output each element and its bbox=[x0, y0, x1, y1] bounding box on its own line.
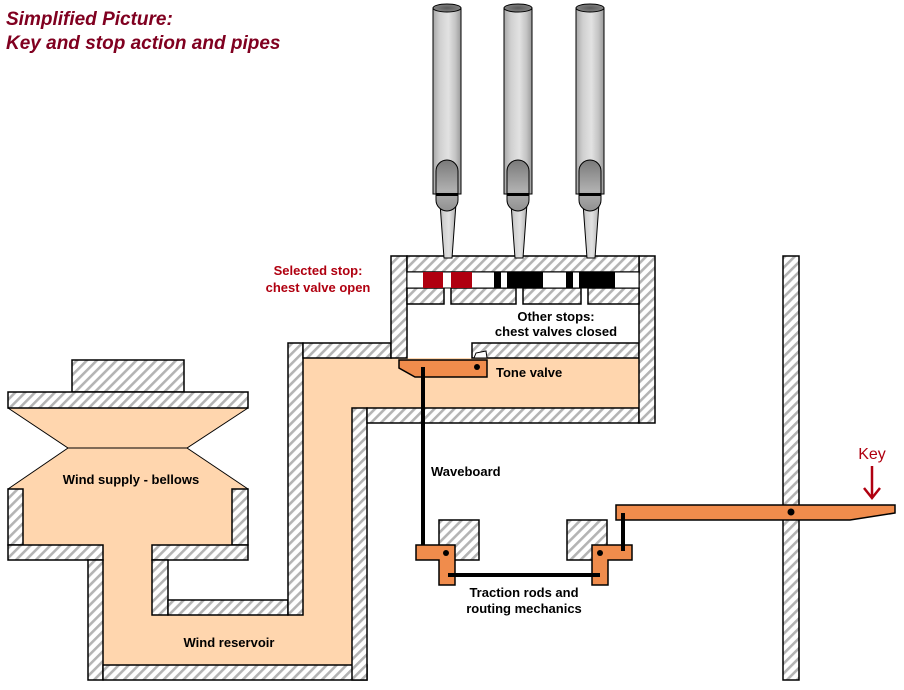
key-label: Key bbox=[858, 446, 886, 463]
other-stops-label-2: chest valves closed bbox=[495, 324, 617, 339]
wind-air bbox=[8, 358, 639, 665]
title-line-1: Simplified Picture: bbox=[6, 9, 173, 30]
traction-right-lever bbox=[591, 544, 633, 586]
closed-valve-c bbox=[566, 272, 573, 288]
closed-valve-a bbox=[494, 272, 501, 288]
closed-valve-d bbox=[579, 272, 615, 288]
key-lever bbox=[615, 504, 896, 521]
pipe-1 bbox=[432, 3, 462, 259]
key-pivot bbox=[787, 508, 795, 516]
closed-valve-b bbox=[507, 272, 543, 288]
wind-supply-label: Wind supply - bellows bbox=[63, 472, 199, 487]
bellows-top-plate bbox=[7, 391, 249, 409]
bellows-weight bbox=[71, 359, 185, 393]
pipe-mouth bbox=[435, 159, 459, 212]
key-frame bbox=[782, 255, 800, 681]
traction-label-1: Traction rods and bbox=[469, 585, 578, 600]
other-stops-label-1: Other stops: bbox=[517, 309, 594, 324]
selected-stop-label-2: chest valve open bbox=[266, 280, 371, 295]
bellows bbox=[7, 407, 249, 490]
title-line-2: Key and stop action and pipes bbox=[6, 33, 281, 54]
tone-valve-label: Tone valve bbox=[496, 365, 562, 380]
pivot-block-right bbox=[566, 519, 608, 561]
pipe-mouth bbox=[506, 159, 530, 212]
open-valve-1 bbox=[423, 272, 443, 288]
selected-stop-label-1: Selected stop: bbox=[274, 263, 363, 278]
pipe-mouth bbox=[578, 159, 602, 212]
bellows-box-air bbox=[23, 489, 232, 545]
traction-left-lever bbox=[415, 544, 456, 586]
wind-reservoir-label: Wind reservoir bbox=[184, 635, 275, 650]
waveboard-label: Waveboard bbox=[431, 464, 501, 479]
key-arrow-icon bbox=[863, 466, 881, 501]
stop-slider bbox=[406, 271, 640, 289]
open-valve-2 bbox=[451, 272, 472, 288]
pipes bbox=[432, 3, 605, 259]
tone-valve-pivot bbox=[474, 364, 480, 370]
pipe-2 bbox=[503, 3, 533, 259]
pipe-3 bbox=[575, 3, 605, 259]
traction-label-2: routing mechanics bbox=[466, 601, 582, 616]
